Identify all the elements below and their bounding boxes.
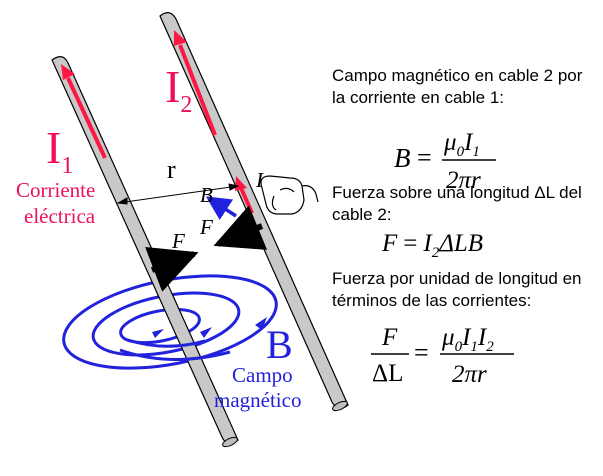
current-1-label: I1 xyxy=(46,122,73,179)
section2-line1: Fuerza sobre una longitud ΔL del xyxy=(332,183,582,202)
field-loop-inner xyxy=(119,307,201,345)
field-text-line1: Campo xyxy=(232,363,293,387)
distance-indicator xyxy=(116,183,240,205)
formula-3-equals: = xyxy=(414,338,429,367)
section2-line2: cable 2: xyxy=(332,205,392,224)
hand-icon xyxy=(260,175,319,215)
field-arrow-3 xyxy=(255,317,267,330)
section1-line2: la corriente en cable 1: xyxy=(332,88,504,107)
force-arrow-right xyxy=(145,246,199,292)
current-text-line2: eléctrica xyxy=(24,204,96,228)
field-text-line2: magnético xyxy=(214,388,301,412)
formula-1-equals: = xyxy=(417,143,432,172)
current-1-arrow xyxy=(66,77,107,159)
formula-1-numerator: μ0I1 xyxy=(443,129,480,160)
current-small-label: I xyxy=(255,168,264,192)
wire-1 xyxy=(51,56,239,448)
formula-1: B = μ0I1 2πr xyxy=(394,129,496,194)
force-arrow-left xyxy=(213,205,268,250)
formula-1-lhs: B xyxy=(394,143,411,173)
formula-3-denominator: 2πr xyxy=(452,361,487,388)
section1-line1: Campo magnético en cable 2 por xyxy=(332,66,583,85)
distance-label: r xyxy=(167,155,176,184)
current-2-arrow xyxy=(178,44,217,136)
formula-2: F=I2ΔLB xyxy=(381,230,483,261)
formula-3-lhs-num: F xyxy=(381,324,398,351)
force-arrows xyxy=(145,205,268,292)
formula-1-denominator: 2πr xyxy=(446,167,481,194)
field-small-label: B xyxy=(200,183,213,207)
section3-line2: términos de las corrientes: xyxy=(332,291,531,310)
field-arrow-1 xyxy=(152,329,164,338)
field-loops-front xyxy=(119,338,231,362)
current-2-label: I2 xyxy=(165,61,192,118)
field-arrow-2 xyxy=(200,327,212,338)
field-big-label: B xyxy=(266,322,293,367)
formula-3: F ΔL = μ0I1I2 2πr xyxy=(371,324,514,388)
force-label-left: F xyxy=(171,229,185,253)
section3-line1: Fuerza por unidad de longitud en xyxy=(332,269,582,288)
field-small-arrow xyxy=(205,196,237,220)
formula-3-lhs-den: ΔL xyxy=(372,360,403,387)
formula-3-numerator: μ0I1I2 xyxy=(441,324,494,355)
force-label-right: F xyxy=(199,215,213,239)
current-arrows xyxy=(61,30,254,214)
field-direction-arrows xyxy=(152,317,267,338)
current-text-line1: Corriente xyxy=(16,178,95,202)
